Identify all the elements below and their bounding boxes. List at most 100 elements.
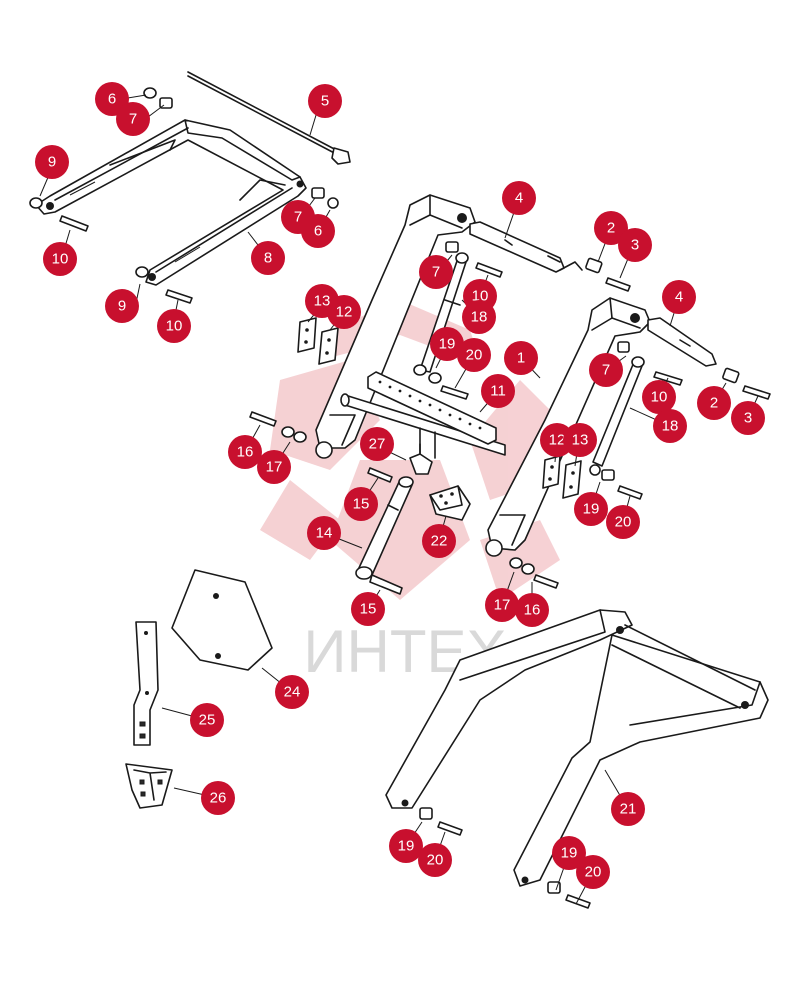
callout-label: 16 [237, 444, 254, 461]
callout-9: 9 [35, 145, 69, 179]
callout-19: 19 [389, 829, 423, 863]
callout-2: 2 [594, 211, 628, 245]
callout-label: 9 [48, 154, 56, 171]
callout-20: 20 [606, 505, 640, 539]
link-rod [559, 261, 583, 271]
callout-label: 15 [360, 601, 377, 618]
callout-27: 27 [360, 427, 394, 461]
callout-label: 17 [266, 459, 283, 476]
callout-label: 10 [52, 251, 69, 268]
callout-10: 10 [43, 242, 77, 276]
callout-label: 19 [583, 501, 600, 518]
callout-4: 4 [502, 181, 536, 215]
callout-8: 8 [251, 241, 285, 275]
callout-label: 14 [316, 525, 333, 542]
callout-9: 9 [105, 289, 139, 323]
callout-12: 12 [327, 295, 361, 329]
callout-18: 18 [462, 300, 496, 334]
callout-label: 11 [490, 383, 506, 400]
callout-label: 7 [432, 264, 440, 281]
callout-14: 14 [307, 516, 341, 550]
callout-label: 4 [515, 190, 523, 207]
callout-label: 18 [662, 418, 679, 435]
callout-label: 3 [631, 237, 639, 254]
callout-label: 13 [314, 293, 331, 310]
callout-label: 15 [353, 496, 370, 513]
lower-frame-hardware [419, 807, 591, 909]
callout-19: 19 [574, 492, 608, 526]
callout-15: 15 [344, 487, 378, 521]
callout-4: 4 [662, 280, 696, 314]
callout-label: 7 [129, 111, 137, 128]
callout-label: 26 [210, 790, 227, 807]
callout-label: 7 [294, 209, 302, 226]
part-14-cylinder [355, 476, 414, 595]
callout-label: 22 [431, 533, 448, 550]
part-5-tie-rod [187, 71, 351, 165]
callout-label: 6 [108, 91, 116, 108]
callout-21: 21 [611, 792, 645, 826]
callout-label: 17 [494, 597, 511, 614]
callout-16: 16 [515, 593, 549, 627]
callout-label: 2 [607, 220, 615, 237]
frame-hardware [249, 241, 771, 589]
callout-18: 18 [653, 409, 687, 443]
callout-label: 20 [427, 852, 444, 869]
callout-label: 16 [524, 602, 541, 619]
part-8-a-frame [35, 119, 307, 286]
callout-label: 20 [585, 864, 602, 881]
callout-label: 20 [615, 514, 632, 531]
callout-label: 10 [166, 318, 183, 335]
callout-label: 19 [561, 845, 578, 862]
part-21-lower-frame [385, 609, 769, 887]
callout-label: 12 [549, 432, 566, 449]
callout-20: 20 [576, 855, 610, 889]
callout-2: 2 [697, 386, 731, 420]
callout-15: 15 [351, 592, 385, 626]
callout-1: 1 [504, 341, 538, 375]
callout-label: 6 [314, 223, 322, 240]
callout-10: 10 [157, 309, 191, 343]
callout-3: 3 [618, 228, 652, 262]
callout-label: 8 [264, 250, 272, 267]
callout-label: 5 [321, 93, 329, 110]
part-25-bracket [133, 621, 159, 746]
callout-19: 19 [552, 836, 586, 870]
a-frame-hardware [29, 87, 339, 304]
callout-5: 5 [308, 84, 342, 118]
callout-16: 16 [228, 435, 262, 469]
callout-10: 10 [642, 380, 676, 414]
callout-label: 4 [675, 289, 683, 306]
callout-label: 7 [602, 362, 610, 379]
callout-label: 9 [118, 298, 126, 315]
callout-label: 10 [472, 288, 489, 305]
part-1-main-frame [315, 194, 651, 557]
callout-label: 3 [744, 410, 752, 427]
callout-label: 19 [439, 336, 456, 353]
callout-17: 17 [485, 588, 519, 622]
callout-19: 19 [430, 327, 464, 361]
callout-label: 21 [620, 801, 637, 818]
callout-label: 24 [284, 684, 301, 701]
callout-3: 3 [731, 401, 765, 435]
callout-6: 6 [301, 214, 335, 248]
callout-label: 12 [336, 304, 353, 321]
part-24-plate [171, 569, 273, 671]
callout-20: 20 [418, 843, 452, 877]
callout-label: 25 [199, 712, 216, 729]
callout-20: 20 [457, 338, 491, 372]
part-11-hole-row [378, 380, 482, 430]
callout-label: 1 [517, 350, 525, 367]
callout-7: 7 [589, 353, 623, 387]
callout-11: 11 [481, 374, 515, 408]
callout-7: 7 [419, 255, 453, 289]
callout-label: 18 [471, 309, 488, 326]
callout-label: 20 [466, 347, 483, 364]
callout-17: 17 [257, 450, 291, 484]
callout-22: 22 [422, 524, 456, 558]
callout-label: 27 [369, 436, 386, 453]
part-4-arms [469, 221, 717, 367]
callout-13: 13 [563, 423, 597, 457]
callout-24: 24 [275, 675, 309, 709]
